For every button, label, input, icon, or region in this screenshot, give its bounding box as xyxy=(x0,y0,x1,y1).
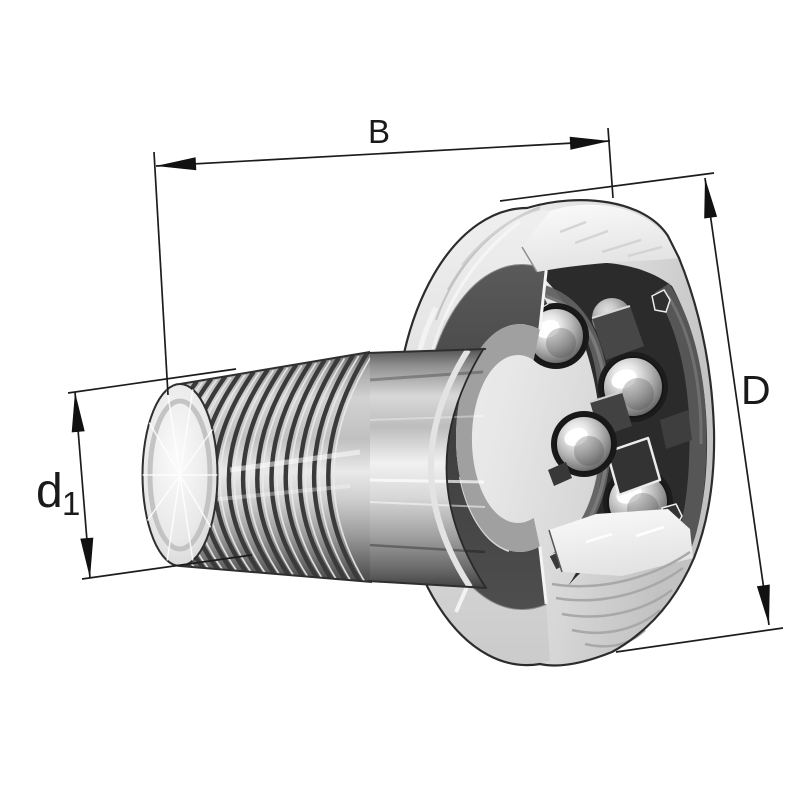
thread-crest-line xyxy=(247,367,289,576)
shaft-bottom-edge xyxy=(367,580,488,589)
thread-crest-line xyxy=(219,372,260,574)
b-dimension-line xyxy=(155,140,611,167)
thread-crest-line xyxy=(262,364,303,577)
shaft-end-edge xyxy=(445,347,487,589)
d1-label-base: d xyxy=(36,465,63,518)
thread-crest-line xyxy=(318,355,360,582)
d1-label-subscript: 1 xyxy=(62,485,80,522)
outer-ring-raceway-streak xyxy=(666,295,703,445)
d-arrow-bottom xyxy=(756,584,770,625)
thread-crest-line xyxy=(255,363,299,577)
outer-ring-raceway-band xyxy=(654,283,707,550)
thread-top-edge xyxy=(179,351,371,385)
d1-extension-line-bottom xyxy=(81,554,253,580)
d-extension-line-bottom xyxy=(615,627,784,653)
cage-pocket-frame xyxy=(605,436,662,497)
seal-cut-edge-top xyxy=(538,269,548,330)
thread-crest-line xyxy=(290,360,332,579)
thread-crest-line xyxy=(297,356,341,580)
thread-crest-line xyxy=(233,369,275,575)
d-label: D xyxy=(741,367,771,413)
d-arrow-top xyxy=(704,178,718,219)
thread-crest-line xyxy=(312,353,356,582)
b-extension-line-left xyxy=(153,151,169,396)
dimension-d1: d 1 xyxy=(36,368,253,580)
thread-bottom-edge xyxy=(179,565,373,583)
thread-crest-line xyxy=(283,358,327,579)
d1-arrow-bottom xyxy=(80,537,94,578)
crown-band-streaks-top xyxy=(428,206,541,361)
thread-crest-line xyxy=(304,357,346,581)
threaded-stud xyxy=(141,347,488,589)
seal-lip-notch-top-right xyxy=(651,289,671,313)
top-cut-face xyxy=(521,204,679,273)
thread-crest-line xyxy=(276,362,317,578)
bottom-cut-face xyxy=(548,509,693,576)
d1-arrow-top xyxy=(71,392,85,433)
face-fan-lines xyxy=(142,389,218,561)
dimension-b: B xyxy=(153,113,614,396)
d1-extension-line-top xyxy=(67,368,237,394)
dimension-d: D xyxy=(499,172,784,653)
ball-lower-left xyxy=(551,411,617,477)
smooth-shaft xyxy=(368,348,486,588)
thread-sheen xyxy=(209,449,361,502)
inner-ring-front-face xyxy=(455,324,540,553)
thread-crest-line xyxy=(326,352,370,582)
seal-cut-edge-bottom xyxy=(538,546,548,605)
b-arrow-left xyxy=(156,157,197,171)
bearing-outline xyxy=(393,199,716,667)
shaft-top-edge xyxy=(367,348,487,354)
d-extension-line-top xyxy=(499,172,715,202)
thread-crest-line xyxy=(241,365,285,576)
stud-end-face xyxy=(141,383,219,567)
thread-crest-line xyxy=(333,353,370,582)
thread-crest-line xyxy=(269,360,313,578)
b-label: B xyxy=(368,113,390,150)
b-arrow-right xyxy=(569,136,610,150)
shaft-end-collar xyxy=(428,348,473,589)
thread-crest-line xyxy=(226,367,270,574)
d-dimension-line xyxy=(704,177,770,626)
